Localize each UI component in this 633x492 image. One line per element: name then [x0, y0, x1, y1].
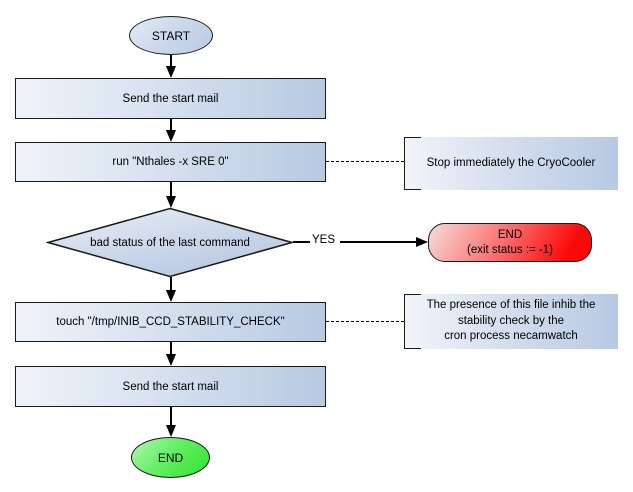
connector-yes-segment: [340, 241, 417, 243]
end-node-label: END: [157, 450, 184, 465]
arrowhead-down-icon: [166, 290, 176, 302]
process-send-start-mail-1: Send the start mail: [15, 78, 326, 119]
end-error-title: END: [497, 228, 523, 241]
branch-label-yes: YES: [310, 234, 338, 246]
annotation-text-line: stability check by the: [457, 314, 565, 327]
annotation-stability-check: The presence of this file inhib the stab…: [404, 294, 618, 349]
connector-yes-segment: [293, 241, 310, 243]
process-label: touch "/tmp/INIB_CCD_STABILITY_CHECK": [56, 316, 285, 328]
arrowhead-down-icon: [166, 425, 176, 437]
arrowhead-down-icon: [166, 130, 176, 142]
arrowhead-down-icon: [166, 354, 176, 366]
process-label: Send the start mail: [122, 92, 219, 105]
connector-run-to-decision: [170, 182, 172, 197]
start-node-label: START: [151, 28, 191, 43]
connector-start-to-send-mail-1: [170, 55, 172, 67]
process-send-start-mail-2: Send the start mail: [15, 366, 326, 407]
end-error-subtitle: (exit status := -1): [467, 243, 553, 256]
connector-touch-to-send-mail-2: [170, 342, 172, 355]
arrowhead-right-icon: [416, 237, 428, 247]
annotation-text: Stop immediately the CryoCooler: [426, 156, 596, 169]
note-bracket: [404, 137, 421, 190]
arrowhead-down-icon: [166, 196, 176, 208]
dashed-connector-run-to-note: [326, 161, 404, 162]
annotation-cryocooler: Stop immediately the CryoCooler: [404, 137, 618, 190]
diamond-shape: [45, 207, 295, 278]
connector-send-mail-2-to-end: [170, 407, 172, 426]
end-node: END: [131, 437, 210, 478]
end-error-node: END (exit status := -1): [428, 223, 592, 262]
connector-decision-to-touch: [170, 277, 172, 291]
decision-bad-status: bad status of the last command: [45, 207, 295, 281]
note-bracket: [404, 294, 421, 349]
process-touch-inib: touch "/tmp/INIB_CCD_STABILITY_CHECK": [15, 302, 326, 342]
arrowhead-down-icon: [166, 66, 176, 78]
process-label: run "Nthales -x SRE 0": [112, 156, 229, 168]
decision-label: bad status of the last command: [90, 236, 250, 249]
start-node: START: [129, 16, 213, 55]
annotation-text-line: cron process necamwatch: [444, 330, 578, 343]
process-run-nthales: run "Nthales -x SRE 0": [15, 142, 326, 182]
annotation-text-line: The presence of this file inhib the: [426, 299, 596, 312]
dashed-connector-touch-to-note: [326, 321, 404, 322]
connector-send-mail-1-to-run: [170, 119, 172, 131]
process-label: Send the start mail: [122, 380, 219, 393]
